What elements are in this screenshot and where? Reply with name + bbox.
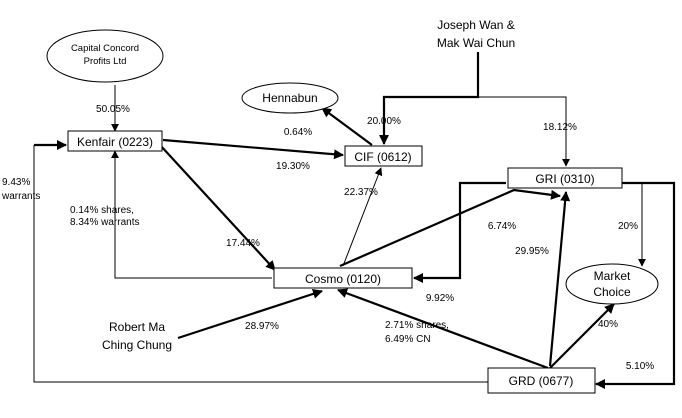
node-cosmo: Cosmo (0120) [273,267,413,289]
label-cosmo-to-kenfair-line2: 8.34% warrants [70,217,139,228]
label-joseph-to-gri: 18.12% [543,122,577,133]
label-cosmo-to-cif: 22.37% [344,187,378,198]
grd-label: GRD (0677) [509,374,574,388]
joseph-wan-line1: Joseph Wan & [437,18,515,32]
label-kenfair-to-cif: 19.30% [276,161,310,172]
edge-cosmo-to-gri [339,188,561,268]
edge-robert-to-cosmo [177,289,323,340]
edge-gri-to-grd [595,181,676,389]
label-grd-to-kenfair-line1: 9.43% [2,177,30,188]
market-choice-line2: Choice [593,285,631,299]
edge-cif-to-hennabun [321,107,373,146]
node-hennabun: Hennabun [241,82,339,114]
node-cif: CIF (0612) [344,145,423,167]
robert-ma-line1: Robert Ma [109,320,165,334]
label-gri-to-grd: 5.10% [626,361,654,372]
node-kenfair: Kenfair (0223) [67,130,163,152]
edge-grd-to-kenfair-line [33,145,488,383]
label-joseph-to-cif: 20.00% [367,116,401,127]
robert-ma-line2: Ching Chung [102,338,172,352]
edge-joseph-to-gri [478,96,570,167]
edge-grd-to-cosmo [337,288,549,370]
market-choice-line1: Market [594,269,631,283]
capital-concord-line2: Profits Ltd [84,56,127,67]
cif-label: CIF (0612) [354,150,411,164]
edge-cosmo-to-cif [342,167,383,267]
label-gri-to-market: 20% [618,221,638,232]
label-robert-to-cosmo: 28.97% [245,321,279,332]
edge-kenfair-to-cosmo [159,144,276,271]
edge-joseph-to-cif [379,52,480,145]
label-grd-to-cosmo-line2: 6.49% CN [385,334,431,345]
label-grd-to-market: 40% [598,319,618,330]
joseph-wan-line2: Mak Wai Chun [437,36,515,50]
capital-concord-line1: Capital Concord [71,43,139,54]
edge-cosmo-to-kenfair [111,150,272,279]
label-grd-to-gri: 29.95% [515,246,549,257]
node-joseph-wan: Joseph Wan & Mak Wai Chun [437,18,515,50]
label-kenfair-to-cosmo: 17.44% [226,238,260,249]
node-grd: GRD (0677) [487,367,596,394]
node-gri: GRI (0310) [507,167,623,189]
node-capital-concord: Capital Concord Profits Ltd [46,29,164,83]
kenfair-label: Kenfair (0223) [77,135,153,149]
label-cif-to-hennabun: 0.64% [284,127,312,138]
node-robert-ma: Robert Ma Ching Chung [102,320,172,352]
gri-label: GRI (0310) [535,172,594,186]
label-cosmo-to-gri: 6.74% [488,221,516,232]
edge-gri-to-cosmo [413,181,506,283]
edge-grd-to-gri [548,191,571,367]
label-cosmo-to-kenfair-line1: 0.14% shares, [70,205,134,216]
node-market-choice: Market Choice [565,263,659,305]
label-grd-to-cosmo-line1: 2.71% shares, [385,320,449,331]
cosmo-label: Cosmo (0120) [305,272,381,286]
edge-grd-to-market [549,303,615,369]
label-gri-to-cosmo: 9.92% [426,293,454,304]
label-capital-to-kenfair: 50.05% [96,104,130,115]
edge-kenfair-to-cif [162,138,344,160]
hennabun-label: Hennabun [262,91,317,105]
label-grd-to-kenfair-line2: warrants [1,191,40,202]
